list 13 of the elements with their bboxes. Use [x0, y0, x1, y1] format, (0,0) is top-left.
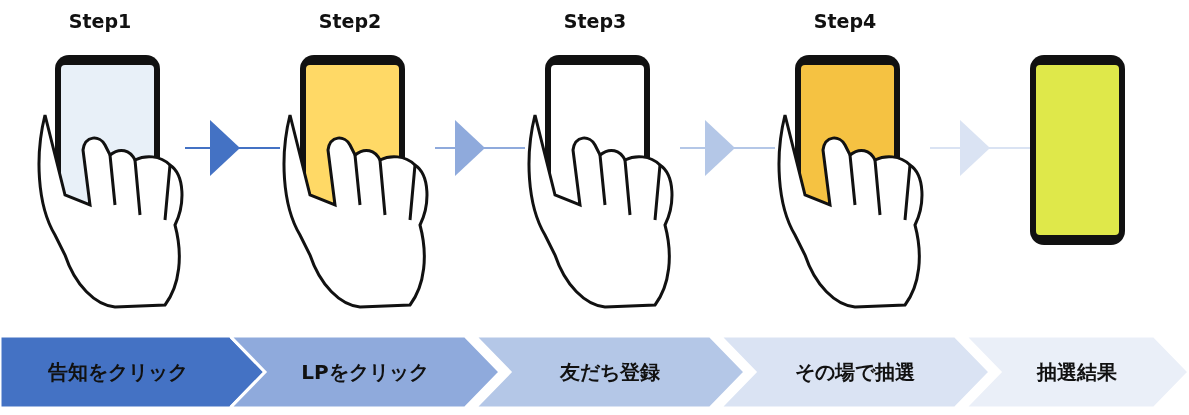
chevron-arrow — [679, 120, 776, 176]
step-title: 友だち登録 — [560, 358, 660, 386]
step-title: 抽選結果 — [1037, 358, 1117, 386]
step-title: その場で抽選 — [795, 358, 915, 386]
step-title: LPをクリック — [301, 358, 429, 386]
chevron-arrow — [434, 120, 526, 176]
chevron-arrow — [929, 120, 1031, 176]
step-title: 告知をクリック — [47, 358, 188, 386]
step-label: Step1 — [67, 10, 133, 32]
step-label: Step3 — [562, 10, 628, 32]
chevron-arrow — [184, 120, 281, 176]
step-label: Step2 — [317, 10, 383, 32]
step-label: Step4 — [812, 10, 878, 32]
